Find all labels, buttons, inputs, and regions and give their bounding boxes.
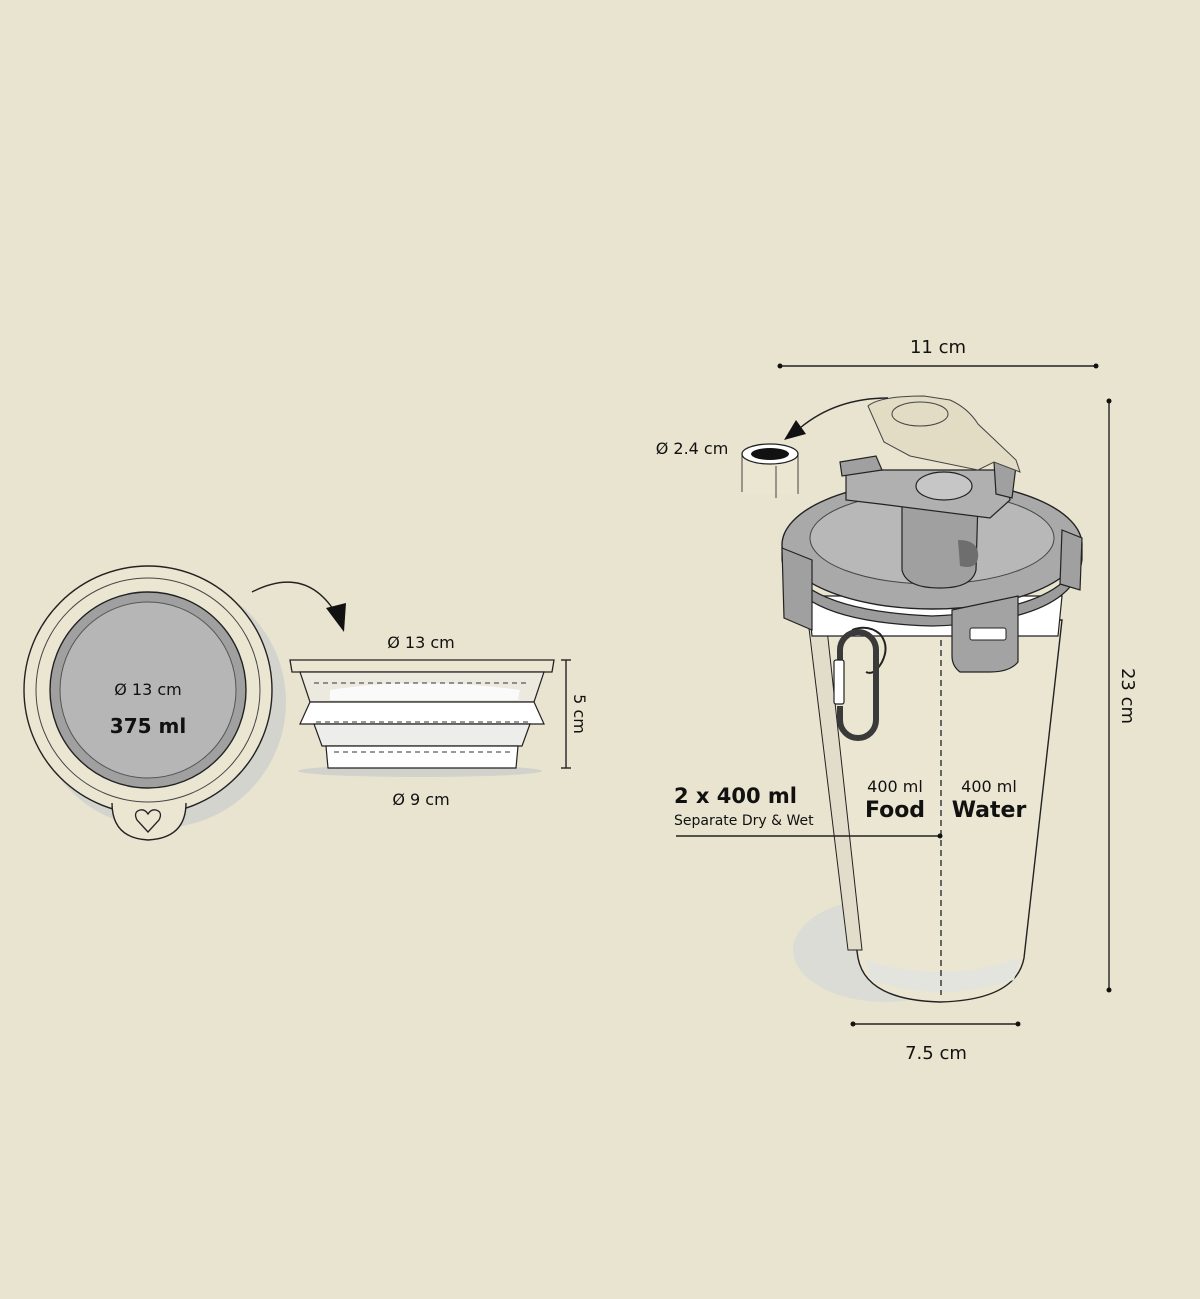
spout-insert-hole xyxy=(751,448,789,460)
flip-cap-open-outline xyxy=(867,395,1021,473)
capacity-pointer-dot xyxy=(937,833,943,839)
bottle-base-shade xyxy=(866,958,1020,992)
bottle-width-dot-right xyxy=(1093,363,1099,369)
bowl-height-label: 5 cm xyxy=(570,694,589,734)
carabiner-icon xyxy=(833,626,887,741)
bottle-lid-lower xyxy=(781,547,1083,627)
spout-diameter-label: Ø 2.4 cm xyxy=(656,439,729,458)
bowl-flip-arrow-head xyxy=(326,603,346,632)
bowl-handle-tab xyxy=(111,802,187,841)
bowl-side-base xyxy=(325,745,519,769)
spout-arrow-curve xyxy=(799,397,889,429)
bowl-top-view: Ø 13 cm 375 ml xyxy=(23,565,286,841)
bottle-base-width-label: 7.5 cm xyxy=(905,1043,967,1064)
bowl-flip-arrow-curve xyxy=(251,581,336,613)
spout-column-shade xyxy=(958,540,979,567)
flip-cap-open-ring xyxy=(891,401,949,427)
lid-clip-front-slot xyxy=(969,627,1007,641)
lid-clip-right xyxy=(1059,529,1083,591)
bottle-height-dot-bottom xyxy=(1106,987,1112,993)
food-volume-label: 400 ml xyxy=(867,777,923,796)
heart-icon xyxy=(134,809,162,833)
bowl-side-body-middle xyxy=(299,701,545,725)
bowl-top-diameter-label: Ø 13 cm xyxy=(114,680,182,699)
lid-clip-left xyxy=(781,547,813,631)
bowl-side-top-diameter-label: Ø 13 cm xyxy=(387,633,455,652)
bottle-body xyxy=(807,619,1063,1003)
bowl-top-rim-inner xyxy=(35,577,261,803)
bottle-height-label: 23 cm xyxy=(1117,668,1138,724)
bottle-base-dot-right xyxy=(1015,1021,1021,1027)
capacity-sub-label: Separate Dry & Wet xyxy=(674,813,814,829)
spout-column xyxy=(901,499,979,589)
bowl-side-body-lower xyxy=(313,723,531,747)
flip-cap-hinge-left xyxy=(839,455,883,477)
bowl-side-highlight xyxy=(330,683,520,700)
bowl-side-view: Ø 13 cm 5 cm Ø 9 cm xyxy=(289,633,589,809)
bowl-top-volume-label: 375 ml xyxy=(110,714,186,738)
bottle-base-dot-left xyxy=(850,1021,856,1027)
food-label: Food xyxy=(865,798,925,823)
bowl-side-bottom-diameter-label: Ø 9 cm xyxy=(392,790,449,809)
bottle-view: 11 cm 23 cm 7.5 cm xyxy=(656,337,1138,1064)
water-label: Water xyxy=(952,798,1027,823)
bowl-flip-arrow xyxy=(251,581,346,632)
spout-insert xyxy=(742,454,798,494)
bottle-width-label: 11 cm xyxy=(910,337,966,358)
bottle-width-dot-left xyxy=(777,363,783,369)
water-volume-label: 400 ml xyxy=(961,777,1017,796)
flip-cap-opening xyxy=(915,471,973,501)
bowl-side-rim xyxy=(289,659,555,673)
bowl-top-interior xyxy=(59,601,237,779)
bottle-height-dot-top xyxy=(1106,398,1112,404)
capacity-label: 2 x 400 ml xyxy=(674,784,797,808)
spout-arrow-head xyxy=(784,420,806,440)
